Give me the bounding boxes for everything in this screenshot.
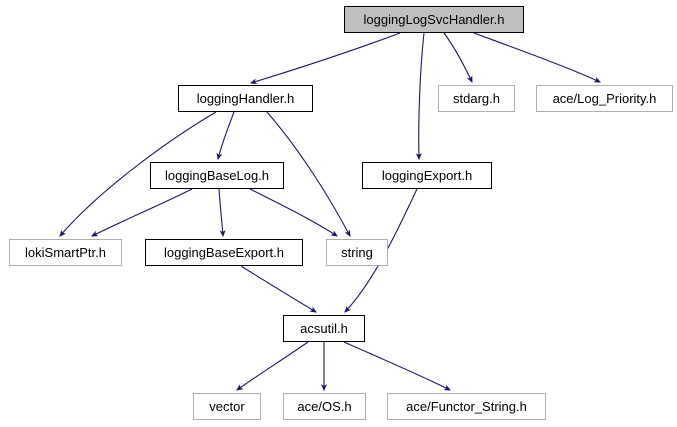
node-label: loggingHandler.h <box>196 91 295 106</box>
edge-loggingbaseexport-to-acsutil <box>240 265 317 313</box>
node-label: loggingBaseLog.h <box>164 168 270 183</box>
node-aceOS[interactable]: ace/OS.h <box>283 393 366 420</box>
node-vector[interactable]: vector <box>193 393 261 420</box>
node-acsutil[interactable]: acsutil.h <box>283 315 365 342</box>
node-loggingBaseExport[interactable]: loggingBaseExport.h <box>145 239 303 266</box>
node-label: ace/OS.h <box>297 399 352 414</box>
node-label: lokiSmartPtr.h <box>25 245 106 260</box>
node-loggingExport[interactable]: loggingExport.h <box>362 162 492 189</box>
edge-logginghandler-to-loggingbaselog <box>216 111 235 161</box>
node-label: loggingBaseExport.h <box>164 245 284 260</box>
node-label: string <box>341 245 373 260</box>
node-string[interactable]: string <box>326 239 388 266</box>
node-aceFunctorString[interactable]: ace/Functor_String.h <box>387 393 546 420</box>
node-loggingLogSvcHandler[interactable]: loggingLogSvcHandler.h <box>344 6 524 33</box>
node-stdarg[interactable]: stdarg.h <box>438 85 515 112</box>
node-label: loggingLogSvcHandler.h <box>363 12 505 27</box>
edge-acsutil-to-acefunctorstring <box>343 341 451 391</box>
edge-root-to-logginghandler <box>249 32 401 85</box>
node-label: acsutil.h <box>300 321 348 336</box>
node-loggingBaseLog[interactable]: loggingBaseLog.h <box>150 162 284 189</box>
edge-root-to-stdarg <box>443 32 473 83</box>
edge-root-to-acelogpriority <box>473 32 601 83</box>
node-label: stdarg.h <box>453 91 500 106</box>
edge-loggingbaselog-to-string <box>249 188 338 237</box>
node-label: ace/Functor_String.h <box>406 399 527 414</box>
node-loggingHandler[interactable]: loggingHandler.h <box>178 85 313 112</box>
node-aceLogPriority[interactable]: ace/Log_Priority.h <box>536 85 673 112</box>
edge-root-to-loggingexport <box>415 32 425 161</box>
edge-acsutil-to-vector <box>236 341 309 391</box>
node-lokiSmartPtr[interactable]: lokiSmartPtr.h <box>9 239 122 266</box>
node-label: vector <box>209 399 245 414</box>
node-label: loggingExport.h <box>381 168 473 183</box>
edge-loggingbaselog-to-lokismartptr <box>91 188 193 237</box>
edge-loggingbaselog-to-loggingbaseexport <box>218 188 226 238</box>
node-label: ace/Log_Priority.h <box>552 91 657 106</box>
